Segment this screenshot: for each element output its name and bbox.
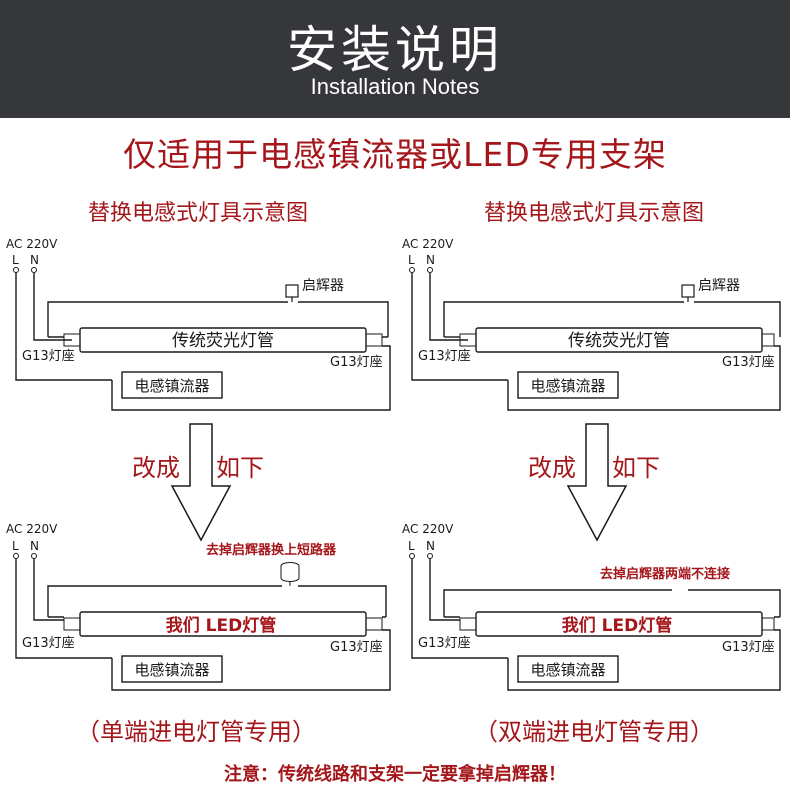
starter-icon [285, 284, 299, 298]
before-diagram: AC 220V L N 启辉器 传统荧光灯管 G13灯座 G13灯座 电感镇流器 [6, 237, 391, 411]
starter-label: 启辉器 [302, 278, 344, 294]
wire-l [15, 273, 112, 381]
page-subtitle: Installation Notes [310, 74, 480, 99]
tube-label: 传统荧光灯管 [172, 331, 274, 351]
panel-caption: （双端进电灯管专用） [474, 718, 714, 746]
compatibility-headline: 仅适用于电感镇流器或LED专用支架 [123, 135, 667, 174]
panel-caption: （单端进电灯管专用） [76, 718, 316, 746]
starter-label: 启辉器 [698, 278, 740, 294]
terminal-l-label: L [12, 539, 19, 553]
socket-right-label: G13灯座 [722, 640, 775, 655]
socket-right-pins [365, 333, 383, 347]
led-tube-label: 我们 LED灯管 [166, 615, 276, 636]
socket-right-label: G13灯座 [330, 640, 383, 655]
led-tube-label: 我们 LED灯管 [562, 615, 672, 636]
socket-left-label: G13灯座 [418, 349, 471, 364]
terminal-n-dot [31, 267, 37, 273]
panel-right: 替换电感式灯具示意图 AC 220V L N 启辉器 传统荧光灯管 G13灯座 … [402, 201, 781, 746]
arrow-right-text: 如下 [216, 454, 264, 482]
socket-right-label: G13灯座 [330, 355, 383, 370]
ballast [121, 371, 223, 399]
terminal-l-label: L [408, 253, 415, 267]
socket-left-label: G13灯座 [418, 636, 471, 651]
remove-starter-instruction: 去掉启辉器换上短路器 [206, 542, 337, 558]
header-banner: 安装说明 Installation Notes [0, 0, 790, 118]
ballast-label: 电感镇流器 [134, 661, 209, 679]
short-circuit-icon [280, 562, 300, 586]
power-label: AC 220V [6, 237, 58, 251]
socket-left-label: G13灯座 [22, 636, 75, 651]
disconnect-instruction: 去掉启辉器两端不连接 [600, 566, 730, 582]
page-title: 安装说明 [287, 21, 503, 79]
down-arrow [566, 423, 628, 542]
wire-n [33, 273, 72, 341]
terminal-n-label: N [30, 253, 39, 267]
socket-left-label: G13灯座 [22, 349, 75, 364]
tube-label: 传统荧光灯管 [568, 331, 670, 351]
terminal-l-dot [13, 267, 19, 273]
starter-icon [681, 284, 695, 298]
terminal-l-label: L [12, 253, 19, 267]
panel-title: 替换电感式灯具示意图 [484, 201, 704, 226]
arrow-left-text: 改成 [132, 454, 180, 482]
ballast-label: 电感镇流器 [134, 377, 209, 395]
after-diagram: AC 220V L N 去掉启辉器换上短路器 我们 LED灯管 G13灯座 G1… [6, 522, 391, 691]
arrow-left-text: 改成 [528, 454, 576, 482]
panel-left: 替换电感式灯具示意图 AC 220V L N 启辉器 传统荧光灯管 G13灯座 … [6, 201, 391, 746]
panel-title: 替换电感式灯具示意图 [88, 201, 308, 226]
power-label: AC 220V [402, 522, 454, 536]
socket-right-label: G13灯座 [722, 355, 775, 370]
socket-left-pins [63, 333, 81, 347]
wire-starter [47, 301, 389, 337]
after-diagram: AC 220V L N 去掉启辉器两端不连接 我们 LED灯管 G13灯座 G1… [402, 522, 781, 691]
ballast-label: 电感镇流器 [530, 377, 605, 395]
ballast-label: 电感镇流器 [530, 661, 605, 679]
down-arrow [170, 423, 232, 542]
power-label: AC 220V [402, 237, 454, 251]
terminal-l-label: L [408, 539, 415, 553]
arrow-right-text: 如下 [612, 454, 660, 482]
terminal-n-label: N [30, 539, 39, 553]
footer-warning: 注意：传统线路和支架一定要拿掉启辉器！ [224, 763, 566, 785]
terminal-n-label: N [426, 253, 435, 267]
power-label: AC 220V [6, 522, 58, 536]
terminal-n-label: N [426, 539, 435, 553]
before-diagram: AC 220V L N 启辉器 传统荧光灯管 G13灯座 G13灯座 电感镇流器 [402, 237, 781, 411]
